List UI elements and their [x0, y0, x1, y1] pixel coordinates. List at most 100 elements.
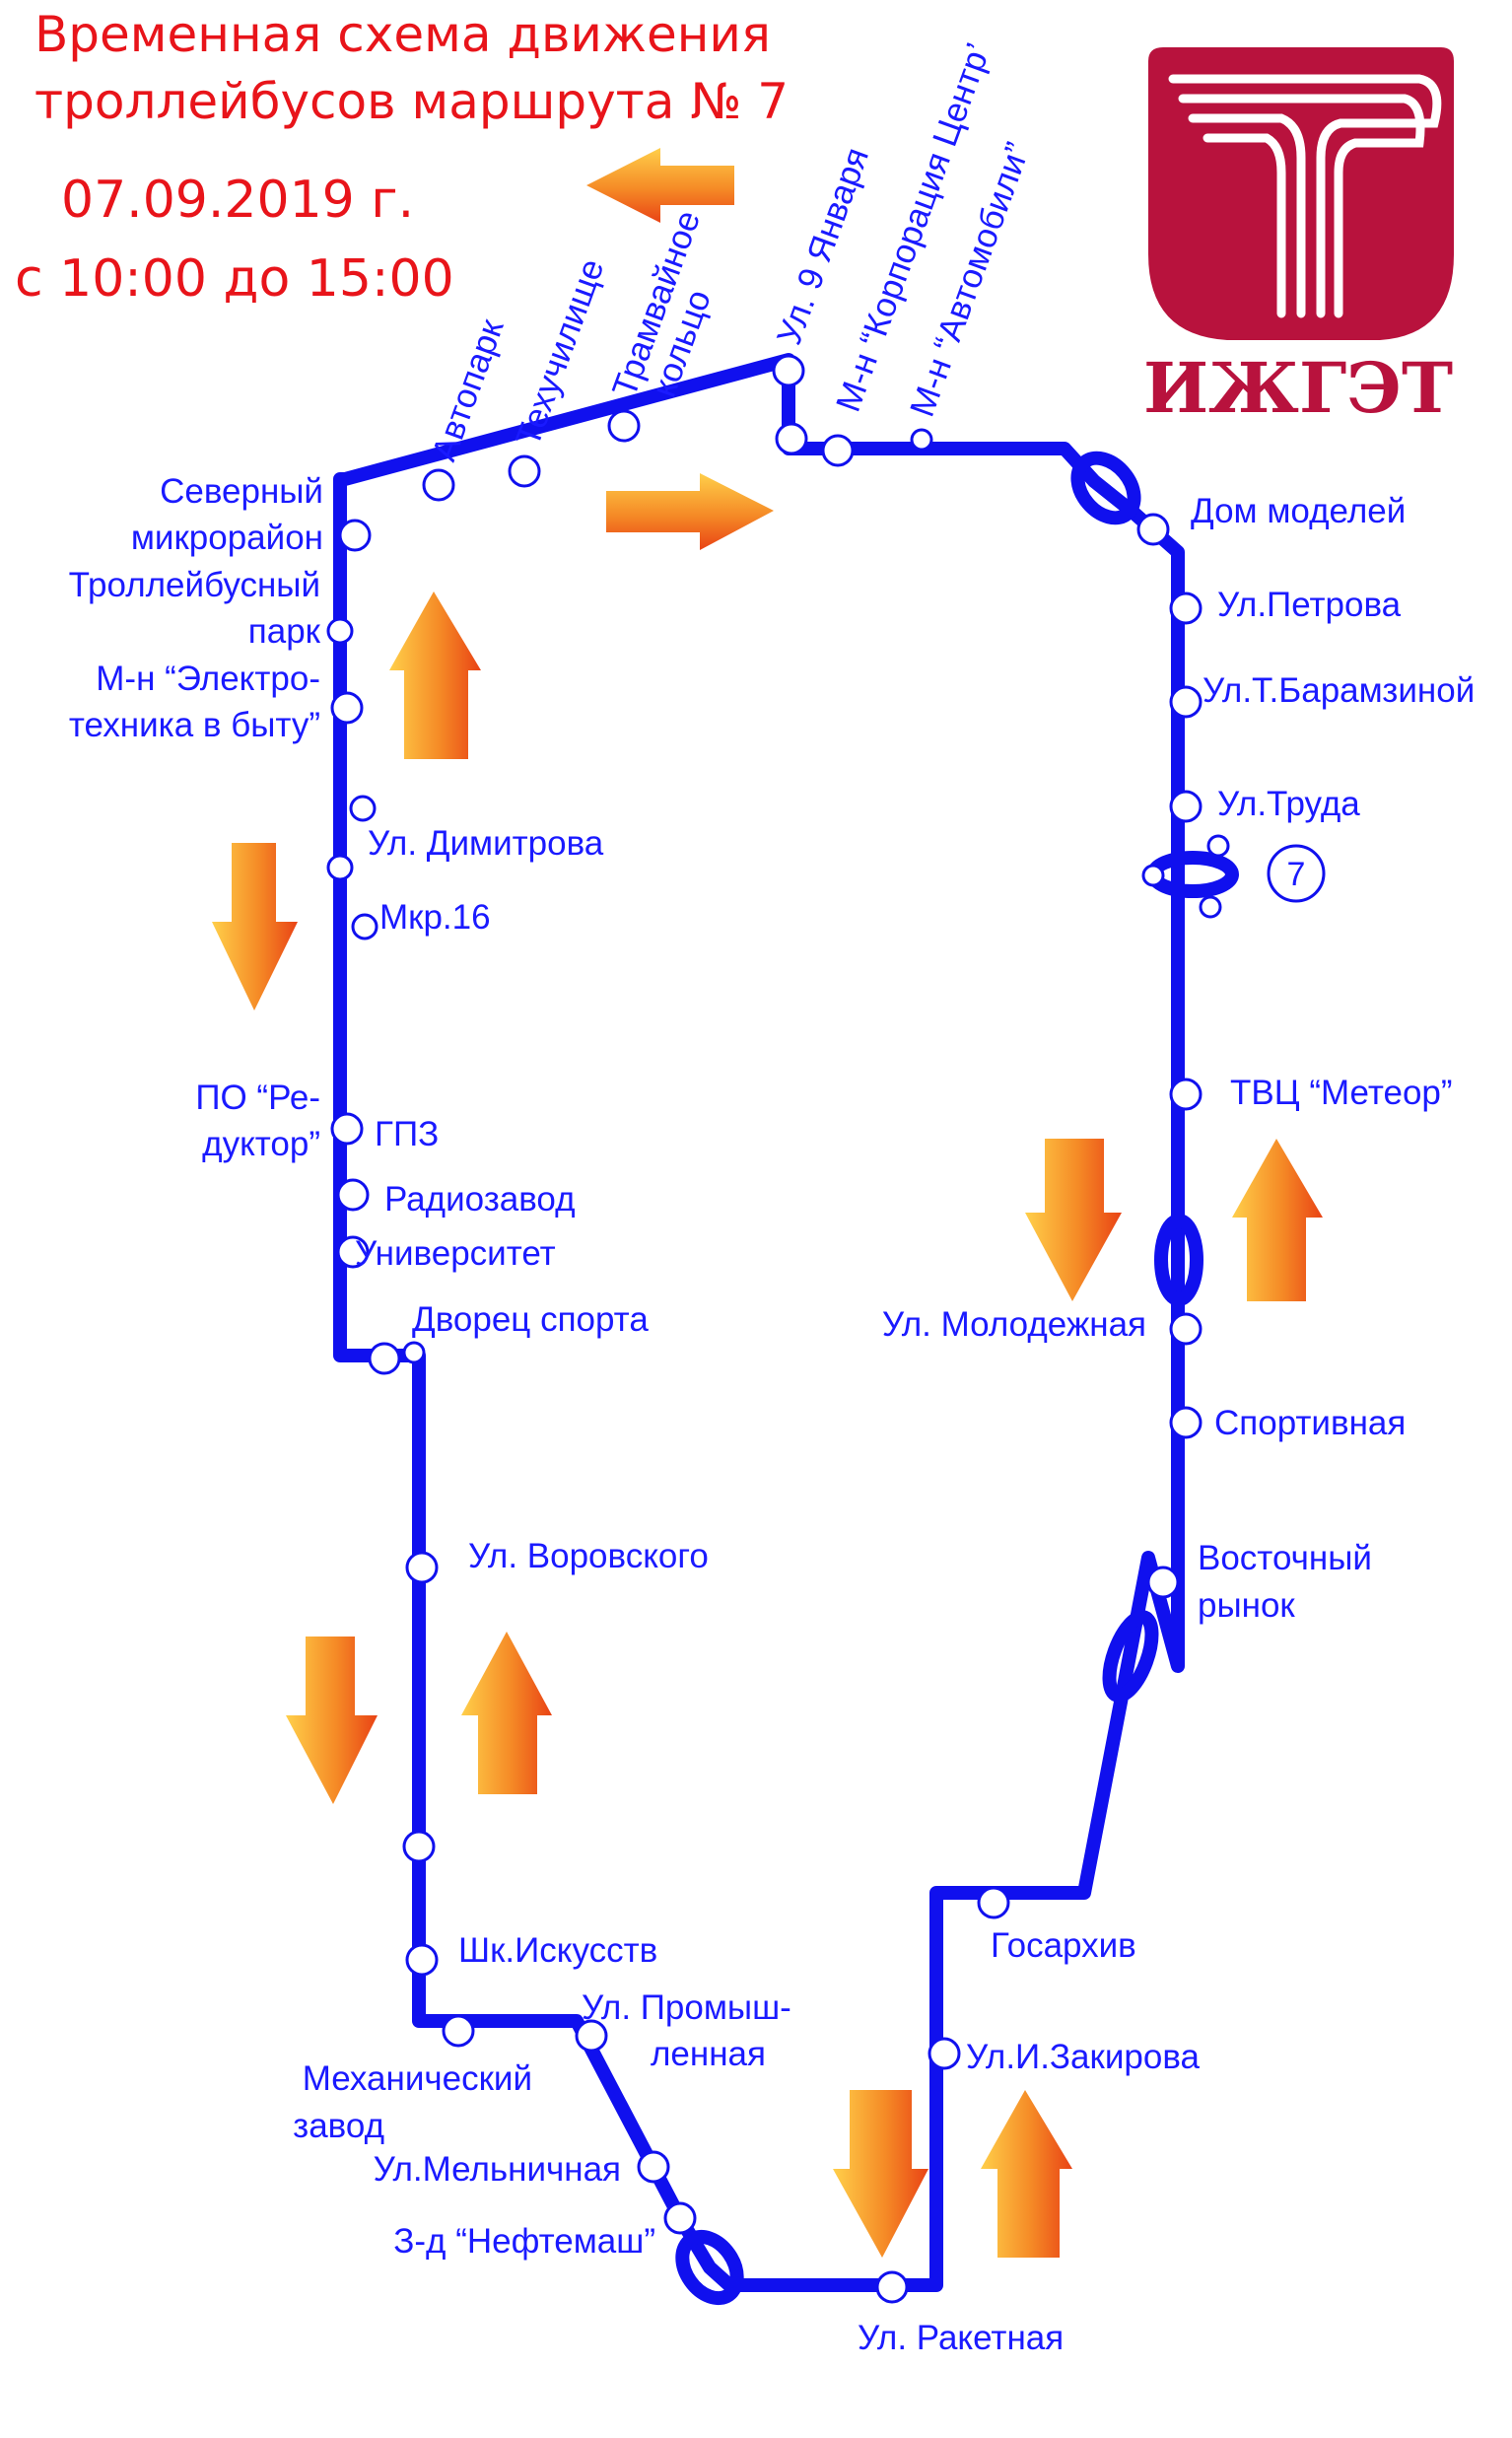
stop-marker[interactable] [1169, 685, 1203, 719]
stop-label-raketnaya: Ул. Ракетная [858, 2319, 1064, 2357]
stop-label-shk-iskusstv: Шк.Искусств [458, 1931, 657, 1970]
stop-marker[interactable] [875, 2270, 909, 2304]
stop-marker[interactable] [336, 1235, 370, 1269]
stop-marker[interactable] [1169, 1406, 1203, 1439]
stop-label-molodezhnaya: Ул. Молодежная [882, 1305, 1146, 1344]
stop-label-melnichnaya: Ул.Мельничная [374, 2150, 621, 2189]
arrow-up-icon [461, 1632, 552, 1794]
stop-marker[interactable] [402, 1341, 426, 1364]
stop-marker[interactable] [1169, 1312, 1203, 1346]
stop-label-dvorets-sporta: Дворец спорта [412, 1300, 649, 1339]
stop-marker[interactable] [330, 1112, 364, 1146]
stop-label-zakirova: Ул.И.Закирова [966, 2038, 1201, 2076]
stop-label-universitet: Университет [355, 1234, 556, 1273]
arrow-left-icon [586, 148, 734, 223]
stop-label-trolleybus-park-1: Троллейбусный [69, 566, 320, 604]
logo-name: ИЖГЭТ [1143, 347, 1453, 429]
arrow-down-icon [833, 2090, 928, 2258]
stop-marker[interactable] [405, 1551, 439, 1584]
route-number-circle [1267, 844, 1326, 903]
stop-marker[interactable] [326, 854, 354, 881]
arrow-up-icon [1232, 1139, 1323, 1301]
stop-label-gosarkhiv: Госархив [991, 1926, 1136, 1965]
stop-marker[interactable] [910, 428, 933, 452]
stop-marker[interactable] [928, 2037, 961, 2070]
stop-marker[interactable] [336, 1178, 370, 1212]
stop-label-dimitrova: Ул. Димитрова [368, 824, 604, 863]
stop-marker[interactable] [775, 422, 808, 455]
loop-route-7 [1146, 851, 1239, 898]
loop-dom-modeley [1070, 451, 1141, 525]
loop-vostochny [1102, 1610, 1159, 1703]
stop-label-vostochny-1: Восточный [1198, 1539, 1372, 1577]
title-line-2: троллейбусов маршрута № 7 [34, 73, 789, 130]
stop-label-trolleybus-park-2: парк [248, 612, 321, 651]
stop-marker[interactable] [1169, 790, 1203, 823]
stop-label-severny-2: микрорайон [131, 519, 323, 557]
stop-marker[interactable] [977, 1886, 1010, 1919]
title-line-1: Временная схема движения [34, 6, 771, 63]
stop-label-reduktor-2: дуктор” [202, 1125, 320, 1163]
arrow-up-icon [389, 592, 481, 759]
stop-marker[interactable] [575, 2019, 608, 2053]
title-date: 07.09.2019 г. [61, 171, 414, 230]
route-number: 7 [1287, 856, 1306, 893]
stop-label-neftemash: З-д “Нефтемаш” [393, 2222, 655, 2261]
stop-label-radiozavod: Радиозавод [384, 1180, 576, 1219]
stop-label-mkr16: Мкр.16 [379, 898, 491, 937]
arrow-right-icon [606, 473, 774, 550]
stop-label-vostochny-2: рынок [1198, 1586, 1295, 1625]
loop-neftemash [675, 2229, 744, 2306]
route-number-badge: 7 [1267, 844, 1326, 903]
stop-marker[interactable] [326, 617, 354, 645]
stop-marker[interactable] [442, 2014, 475, 2048]
stop-marker[interactable] [1146, 1566, 1180, 1599]
izhget-logo: ИЖГЭТ [1143, 47, 1454, 429]
stop-marker[interactable] [1141, 864, 1165, 887]
stop-label-mekh-zavod-2: завод [293, 2107, 384, 2145]
stop-marker[interactable] [330, 691, 364, 725]
stop-label-reduktor-1: ПО “Ре- [195, 1079, 320, 1117]
stop-marker[interactable] [402, 1830, 436, 1863]
stop-label-gpz: ГПЗ [375, 1115, 439, 1153]
stop-label-promyshlennaya-2: ленная [651, 2035, 766, 2073]
stop-marker[interactable] [338, 519, 372, 552]
stop-label-promyshlennaya-1: Ул. Промыш- [582, 1988, 791, 2027]
stop-label-baramzinoy: Ул.Т.Барамзиной [1203, 671, 1475, 710]
title-time: с 10:00 до 15:00 [15, 249, 454, 309]
stop-marker[interactable] [1169, 592, 1203, 625]
stop-marker[interactable] [422, 468, 455, 502]
stop-marker[interactable] [637, 2150, 670, 2184]
loop-molodezhnaya [1154, 1214, 1203, 1306]
arrow-down-icon [1025, 1139, 1122, 1301]
stop-marker[interactable] [349, 795, 377, 822]
stop-marker[interactable] [368, 1342, 401, 1375]
stop-label-truda: Ул.Труда [1217, 785, 1360, 823]
stop-label-sportivnaya: Спортивная [1214, 1404, 1406, 1442]
stop-label-dom-modeley: Дом моделей [1191, 492, 1406, 530]
stop-label-severny-1: Северный [160, 472, 323, 511]
stop-marker[interactable] [1206, 834, 1230, 858]
arrow-down-icon [286, 1637, 378, 1804]
stop-marker[interactable] [351, 913, 378, 940]
stop-label-vorovskogo: Ул. Воровского [468, 1537, 709, 1575]
stop-marker[interactable] [607, 409, 641, 443]
stop-marker[interactable] [1169, 1078, 1203, 1111]
stop-label-meteor: ТВЦ “Метеор” [1230, 1074, 1453, 1112]
stop-marker[interactable] [1199, 895, 1222, 919]
stop-label-mekh-zavod-1: Механический [303, 2059, 532, 2098]
stop-markers [326, 354, 1230, 2304]
stop-label-elektrotekhnika-1: М-н “Электро- [96, 660, 320, 698]
direction-arrows [212, 148, 1323, 2258]
stop-marker[interactable] [508, 454, 541, 488]
stop-marker[interactable] [1136, 513, 1170, 546]
arrow-up-icon [981, 2090, 1072, 2258]
stop-marker[interactable] [821, 434, 855, 467]
stop-marker[interactable] [405, 1943, 439, 1977]
arrow-down-icon [212, 843, 298, 1010]
logo-t-letter [1168, 74, 1442, 318]
stop-marker[interactable] [663, 2201, 697, 2235]
stop-label-elektrotekhnika-2: техника в быту” [69, 706, 320, 744]
stop-marker[interactable] [772, 354, 805, 387]
